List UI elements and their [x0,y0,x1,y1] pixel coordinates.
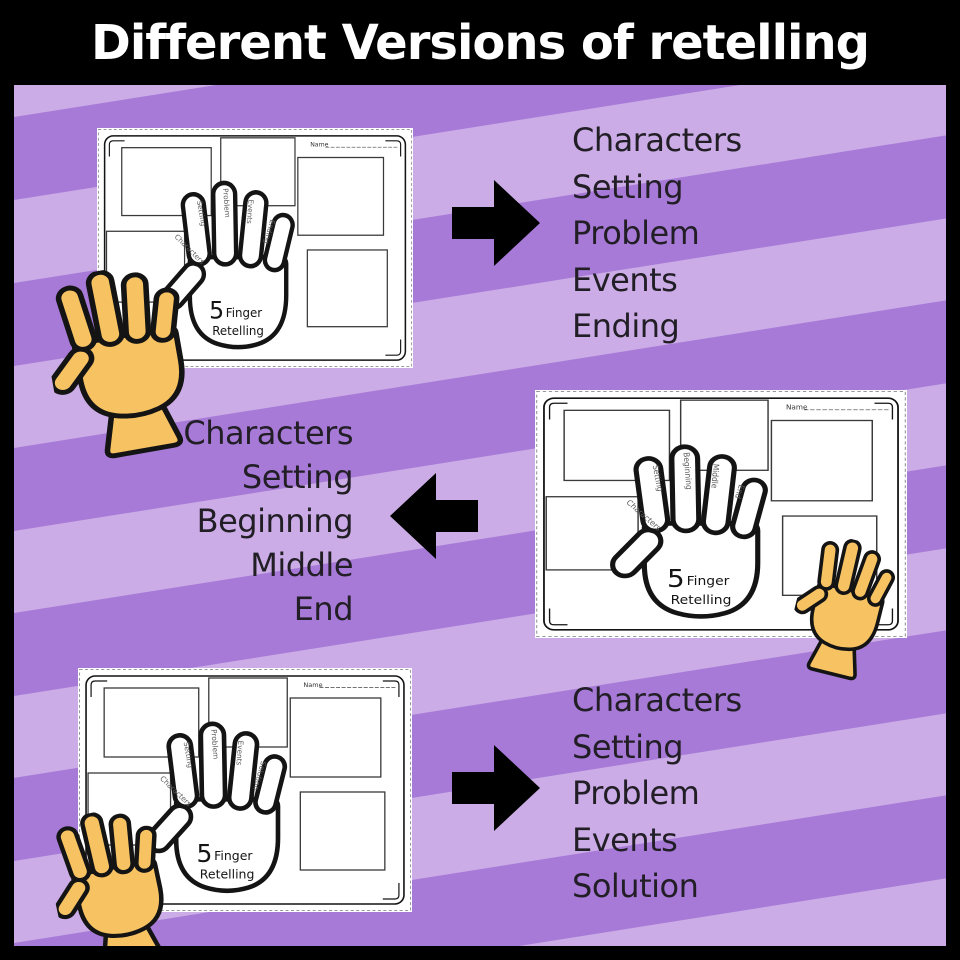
palm-number: 5 [667,564,685,593]
story-box [770,419,873,502]
retelling-list-3: Characters Setting Problem Events Soluti… [572,677,932,910]
list-item: Events [572,260,678,299]
story-box [306,249,388,328]
palm-word-top: Finger [687,575,730,589]
title-bar: Different Versions of retelling [0,0,960,85]
striped-background: Name Characters Setting Problem Events E… [14,85,946,946]
palm-word-bottom: Retelling [212,324,264,338]
story-box [289,697,382,778]
story-box [299,791,386,871]
list-item: Characters [572,681,742,719]
list-item: Beginning [196,502,354,540]
stitched-edge [536,391,906,637]
list-item: Characters [183,414,353,452]
name-label: Name [310,142,328,149]
list-item: Setting [241,458,354,496]
list-item: Characters [572,121,742,159]
stripe [14,593,946,946]
worksheet-border [103,135,407,361]
palm-word-top: Finger [214,848,253,863]
palm-word-bottom: Retelling [200,866,255,881]
story-box [297,156,385,236]
story-box [563,409,671,482]
corner-brackets [548,402,894,626]
list-item: Setting [572,167,684,206]
palm-word-bottom: Retelling [671,593,732,607]
arrow-left-icon [390,473,478,559]
arrow-right-icon [452,745,540,831]
retelling-list-1: Characters Setting Problem Events Ending [572,117,932,350]
middle-label: Problem [209,729,220,760]
list-item: Ending [572,307,680,345]
ring-label: Events [245,199,256,224]
palm-number: 5 [197,839,213,868]
retelling-list-2: Characters Setting Beginning Middle End [33,411,353,631]
middle-label: Problem [221,188,232,218]
worksheet-border [543,397,899,631]
middle-label: Beginning [681,452,693,490]
corner-brackets [108,140,402,356]
list-item: End [293,590,354,628]
name-label: Name [786,404,807,412]
list-item: Middle [250,546,353,584]
list-item: Problem [572,214,700,252]
arrow-right-icon [452,180,540,266]
ring-label: Events [234,740,245,766]
poster-title: Different Versions of retelling [90,14,870,71]
pinky-label: End [733,484,746,500]
stitched-edge [79,669,411,911]
stitched-edge [97,128,413,368]
palm-number: 5 [209,296,224,324]
list-item: Events [572,820,678,859]
worksheet-card-1: Name Characters Setting Problem Events E… [97,128,413,368]
list-item: Problem [572,774,700,812]
corner-brackets [90,680,400,900]
palm-word-top: Finger [226,306,262,320]
list-item: Setting [572,727,684,766]
list-item: Solution [572,867,699,905]
name-label: Name [303,681,322,689]
stripe [14,110,946,599]
worksheet-border [85,675,405,905]
ring-label: Middle [709,463,720,488]
index-label: Setting [195,200,208,227]
